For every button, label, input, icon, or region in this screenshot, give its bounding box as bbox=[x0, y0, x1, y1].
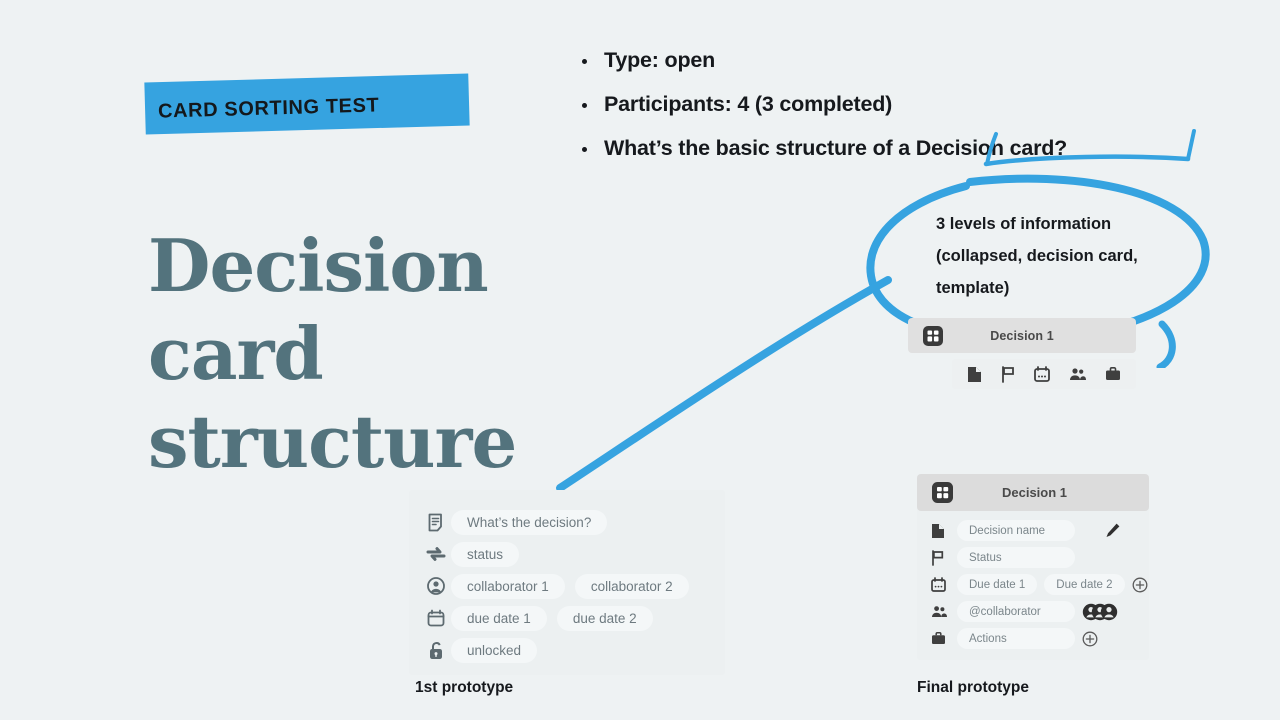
annotation-line-3: template) bbox=[936, 279, 1010, 297]
prototype2-field[interactable]: Status bbox=[957, 547, 1075, 568]
handdrawn-pointer-line bbox=[556, 276, 892, 492]
prototype2-row[interactable]: Actions bbox=[931, 625, 1149, 652]
grid-icon bbox=[922, 325, 944, 347]
briefcase-icon[interactable] bbox=[1105, 366, 1121, 382]
plus-circle-icon[interactable] bbox=[1082, 631, 1098, 647]
annotation-text: 3 levels of information (collapsed, deci… bbox=[936, 208, 1204, 304]
prototype1-field[interactable]: due date 1 bbox=[451, 605, 547, 631]
title-line-2: card bbox=[148, 311, 324, 396]
document-icon bbox=[931, 523, 957, 539]
calendar-icon bbox=[421, 609, 451, 627]
prototype2-field[interactable]: @collaborator bbox=[957, 601, 1075, 622]
annotation-line-1: 3 levels of information bbox=[936, 215, 1112, 233]
final-prototype-header[interactable]: Decision 1 bbox=[917, 474, 1149, 511]
collapsed-card-icon-row bbox=[952, 359, 1136, 389]
collapsed-card-header[interactable]: Decision 1 bbox=[908, 318, 1136, 353]
first-prototype-caption: 1st prototype bbox=[415, 679, 514, 696]
final-prototype-caption: Final prototype bbox=[917, 679, 1029, 696]
collapsed-decision-card[interactable]: Decision 1 bbox=[908, 318, 1136, 389]
grid-icon bbox=[931, 481, 954, 504]
prototype2-row[interactable]: Decision name bbox=[931, 517, 1149, 544]
annotation-line-2: (collapsed, decision card, bbox=[936, 247, 1138, 265]
prototype1-field[interactable]: collaborator 2 bbox=[574, 573, 689, 599]
people-icon[interactable] bbox=[1069, 366, 1087, 383]
prototype1-row[interactable]: due date 1 due date 2 bbox=[421, 602, 725, 634]
final-prototype-panel: Decision 1 Decision name Status Due date… bbox=[917, 474, 1149, 660]
prototype2-row[interactable]: Status bbox=[931, 544, 1149, 571]
prototype1-row[interactable]: What’s the decision? bbox=[421, 506, 725, 538]
calendar-icon[interactable] bbox=[1034, 365, 1051, 383]
prototype1-row[interactable]: status bbox=[421, 538, 725, 570]
final-prototype-title: Decision 1 bbox=[1001, 485, 1068, 500]
collapsed-card-title: Decision 1 bbox=[990, 328, 1054, 343]
prototype2-field[interactable]: Decision name bbox=[957, 520, 1075, 541]
list-item: Type: open bbox=[578, 48, 1218, 73]
plus-circle-icon[interactable] bbox=[1132, 577, 1148, 593]
title-line-1: Decision bbox=[148, 223, 489, 308]
document-icon[interactable] bbox=[967, 366, 982, 383]
people-icon bbox=[931, 604, 957, 620]
unlock-icon bbox=[421, 641, 451, 660]
flag-icon bbox=[931, 549, 957, 566]
flag-icon[interactable] bbox=[1001, 365, 1016, 383]
prototype2-row[interactable]: Due date 1 Due date 2 bbox=[931, 571, 1149, 598]
prototype2-row[interactable]: @collaborator bbox=[931, 598, 1149, 625]
title-line-3: structure bbox=[148, 399, 517, 484]
pencil-icon[interactable] bbox=[1104, 522, 1121, 539]
list-item: Participants: 4 (3 completed) bbox=[578, 92, 1218, 117]
briefcase-icon bbox=[931, 631, 957, 646]
avatar-group[interactable] bbox=[1082, 603, 1118, 621]
page-title: Decision card structure bbox=[148, 222, 517, 486]
test-summary-list: Type: open Participants: 4 (3 completed)… bbox=[578, 48, 1218, 180]
exchange-icon bbox=[421, 546, 451, 562]
prototype2-field[interactable]: Due date 1 bbox=[957, 574, 1038, 595]
prototype1-field[interactable]: status bbox=[451, 541, 520, 567]
note-icon bbox=[421, 513, 451, 532]
prototype1-field[interactable]: collaborator 1 bbox=[451, 573, 565, 599]
prototype2-field[interactable]: Due date 2 bbox=[1044, 574, 1125, 595]
calendar-icon bbox=[931, 576, 957, 593]
prototype1-row[interactable]: unlocked bbox=[421, 634, 725, 666]
prototype1-field[interactable]: What’s the decision? bbox=[451, 509, 608, 535]
list-item: What’s the basic structure of a Decision… bbox=[578, 136, 1218, 161]
prototype1-field[interactable]: unlocked bbox=[451, 637, 538, 663]
prototype1-row[interactable]: collaborator 1 collaborator 2 bbox=[421, 570, 725, 602]
first-prototype-panel: What’s the decision? status collaborator… bbox=[409, 490, 725, 675]
prototype2-field[interactable]: Actions bbox=[957, 628, 1075, 649]
prototype1-field[interactable]: due date 2 bbox=[556, 605, 653, 631]
person-icon bbox=[421, 577, 451, 595]
